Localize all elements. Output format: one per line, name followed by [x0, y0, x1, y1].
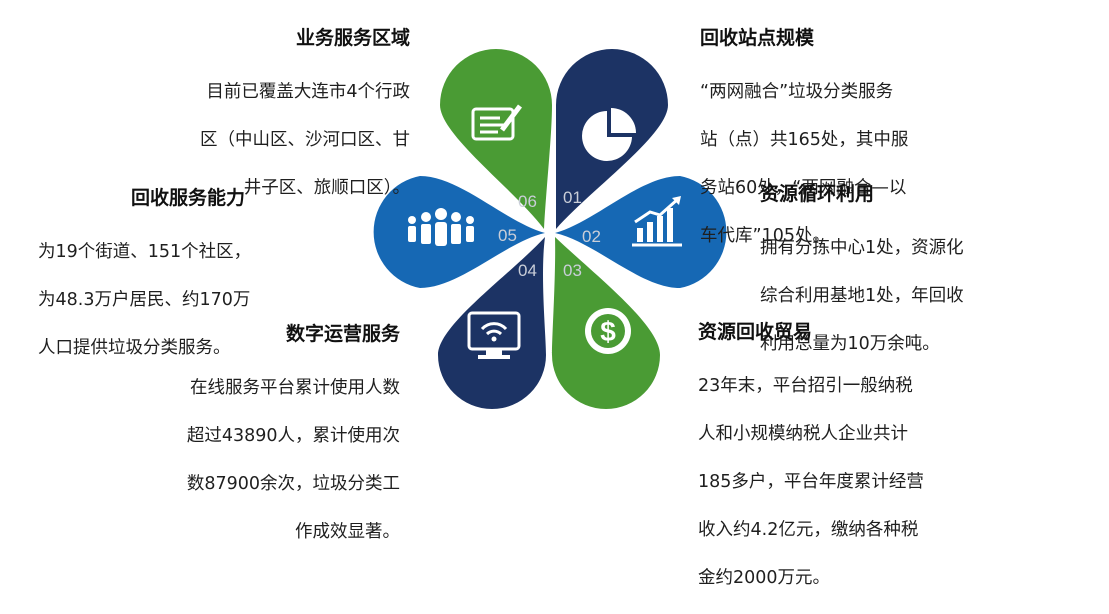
section-06-line: 目前已覆盖大连市4个行政 — [206, 82, 410, 102]
section-06: 业务服务区域 目前已覆盖大连市4个行政 区（中山区、沙河口区、甘 井子区、旅顺口… — [140, 26, 410, 224]
petal-03-number: 03 — [563, 261, 582, 280]
people-group-icon — [408, 208, 474, 246]
section-01: 回收站点规模 “两网融合”垃圾分类服务 站（点）共165处，其中服 务站60处，… — [700, 26, 980, 272]
section-05-line: 人口提供垃圾分类服务。 — [38, 338, 231, 358]
section-06-text: 目前已覆盖大连市4个行政 区（中山区、沙河口区、甘 井子区、旅顺口区）。 — [140, 56, 410, 224]
section-04: 数字运营服务 在线服务平台累计使用人数 超过43890人，累计使用次 数8790… — [110, 322, 400, 568]
section-05-text: 为19个街道、151个社区， 为48.3万户居民、约170万 人口提供垃圾分类服… — [38, 216, 338, 384]
section-03-line: 人和小规模纳税人企业共计 — [698, 424, 908, 444]
six-petal-diagram: 06 01 05 02 04 03 — [373, 49, 727, 409]
section-06-line: 井子区、旅顺口区）。 — [243, 178, 410, 198]
section-02-text: 拥有分拣中心1处，资源化 综合利用基地1处，年回收 利用总量为10万余吨。 — [760, 212, 1060, 380]
section-03-title: 资源回收贸易 — [698, 321, 813, 343]
section-03-line: 金约2000万元。 — [698, 568, 831, 588]
section-04-line: 在线服务平台累计使用人数 — [190, 378, 400, 398]
section-05: 回收服务能力 为19个街道、151个社区， 为48.3万户居民、约170万 人口… — [38, 186, 338, 384]
form-edit-icon — [471, 104, 522, 141]
section-06-title: 业务服务区域 — [295, 27, 410, 49]
monitor-wifi-icon — [467, 311, 521, 359]
section-01-line: “两网融合”垃圾分类服务 — [700, 82, 894, 102]
section-03-line: 185多户，平台年度累计经营 — [698, 472, 924, 492]
section-05-line: 为48.3万户居民、约170万 — [38, 290, 251, 310]
section-03-line: 收入约4.2亿元，缴纳各种税 — [698, 520, 919, 540]
section-03: 资源回收贸易 23年末，平台招引一般纳税 人和小规模纳税人企业共计 185多户，… — [698, 320, 1018, 614]
section-05-line: 为19个街道、151个社区， — [38, 242, 252, 262]
section-02-line: 利用总量为10万余吨。 — [760, 334, 940, 354]
petal-04-number: 04 — [518, 261, 537, 280]
petal-01-number: 01 — [563, 188, 582, 207]
section-03-text: 23年末，平台招引一般纳税 人和小规模纳税人企业共计 185多户，平台年度累计经… — [698, 350, 1018, 614]
section-02-title: 资源循环利用 — [760, 183, 875, 205]
section-04-text: 在线服务平台累计使用人数 超过43890人，累计使用次 数87900余次，垃圾分… — [110, 352, 400, 568]
section-01-line: 车代库”105处。 — [700, 226, 830, 246]
pie-chart-icon — [582, 108, 636, 161]
section-02: 资源循环利用 拥有分拣中心1处，资源化 综合利用基地1处，年回收 利用总量为10… — [760, 182, 1060, 380]
section-02-line: 拥有分拣中心1处，资源化 — [760, 238, 964, 258]
section-04-line: 超过43890人，累计使用次 — [186, 426, 400, 446]
section-01-line: 务站60处，“两网融合—以 — [700, 178, 907, 198]
section-05-title: 回收服务能力 — [130, 187, 245, 209]
section-01-text: “两网融合”垃圾分类服务 站（点）共165处，其中服 务站60处，“两网融合—以… — [700, 56, 980, 272]
section-04-line: 数87900余次，垃圾分类工 — [186, 474, 400, 494]
section-01-line: 站（点）共165处，其中服 — [700, 130, 909, 150]
dollar-coin-icon: $ — [585, 308, 631, 354]
petal-02-number: 02 — [582, 227, 601, 246]
svg-text:$: $ — [600, 316, 616, 347]
section-02-line: 综合利用基地1处，年回收 — [760, 286, 964, 306]
petal-06-number: 06 — [518, 192, 537, 211]
section-04-line: 作成效显著。 — [295, 522, 400, 542]
section-06-line: 区（中山区、沙河口区、甘 — [200, 130, 410, 150]
growth-chart-icon — [632, 196, 682, 247]
section-01-title: 回收站点规模 — [700, 27, 815, 49]
section-04-title: 数字运营服务 — [285, 323, 400, 345]
section-03-line: 23年末，平台招引一般纳税 — [698, 376, 913, 396]
petal-05-number: 05 — [498, 226, 517, 245]
